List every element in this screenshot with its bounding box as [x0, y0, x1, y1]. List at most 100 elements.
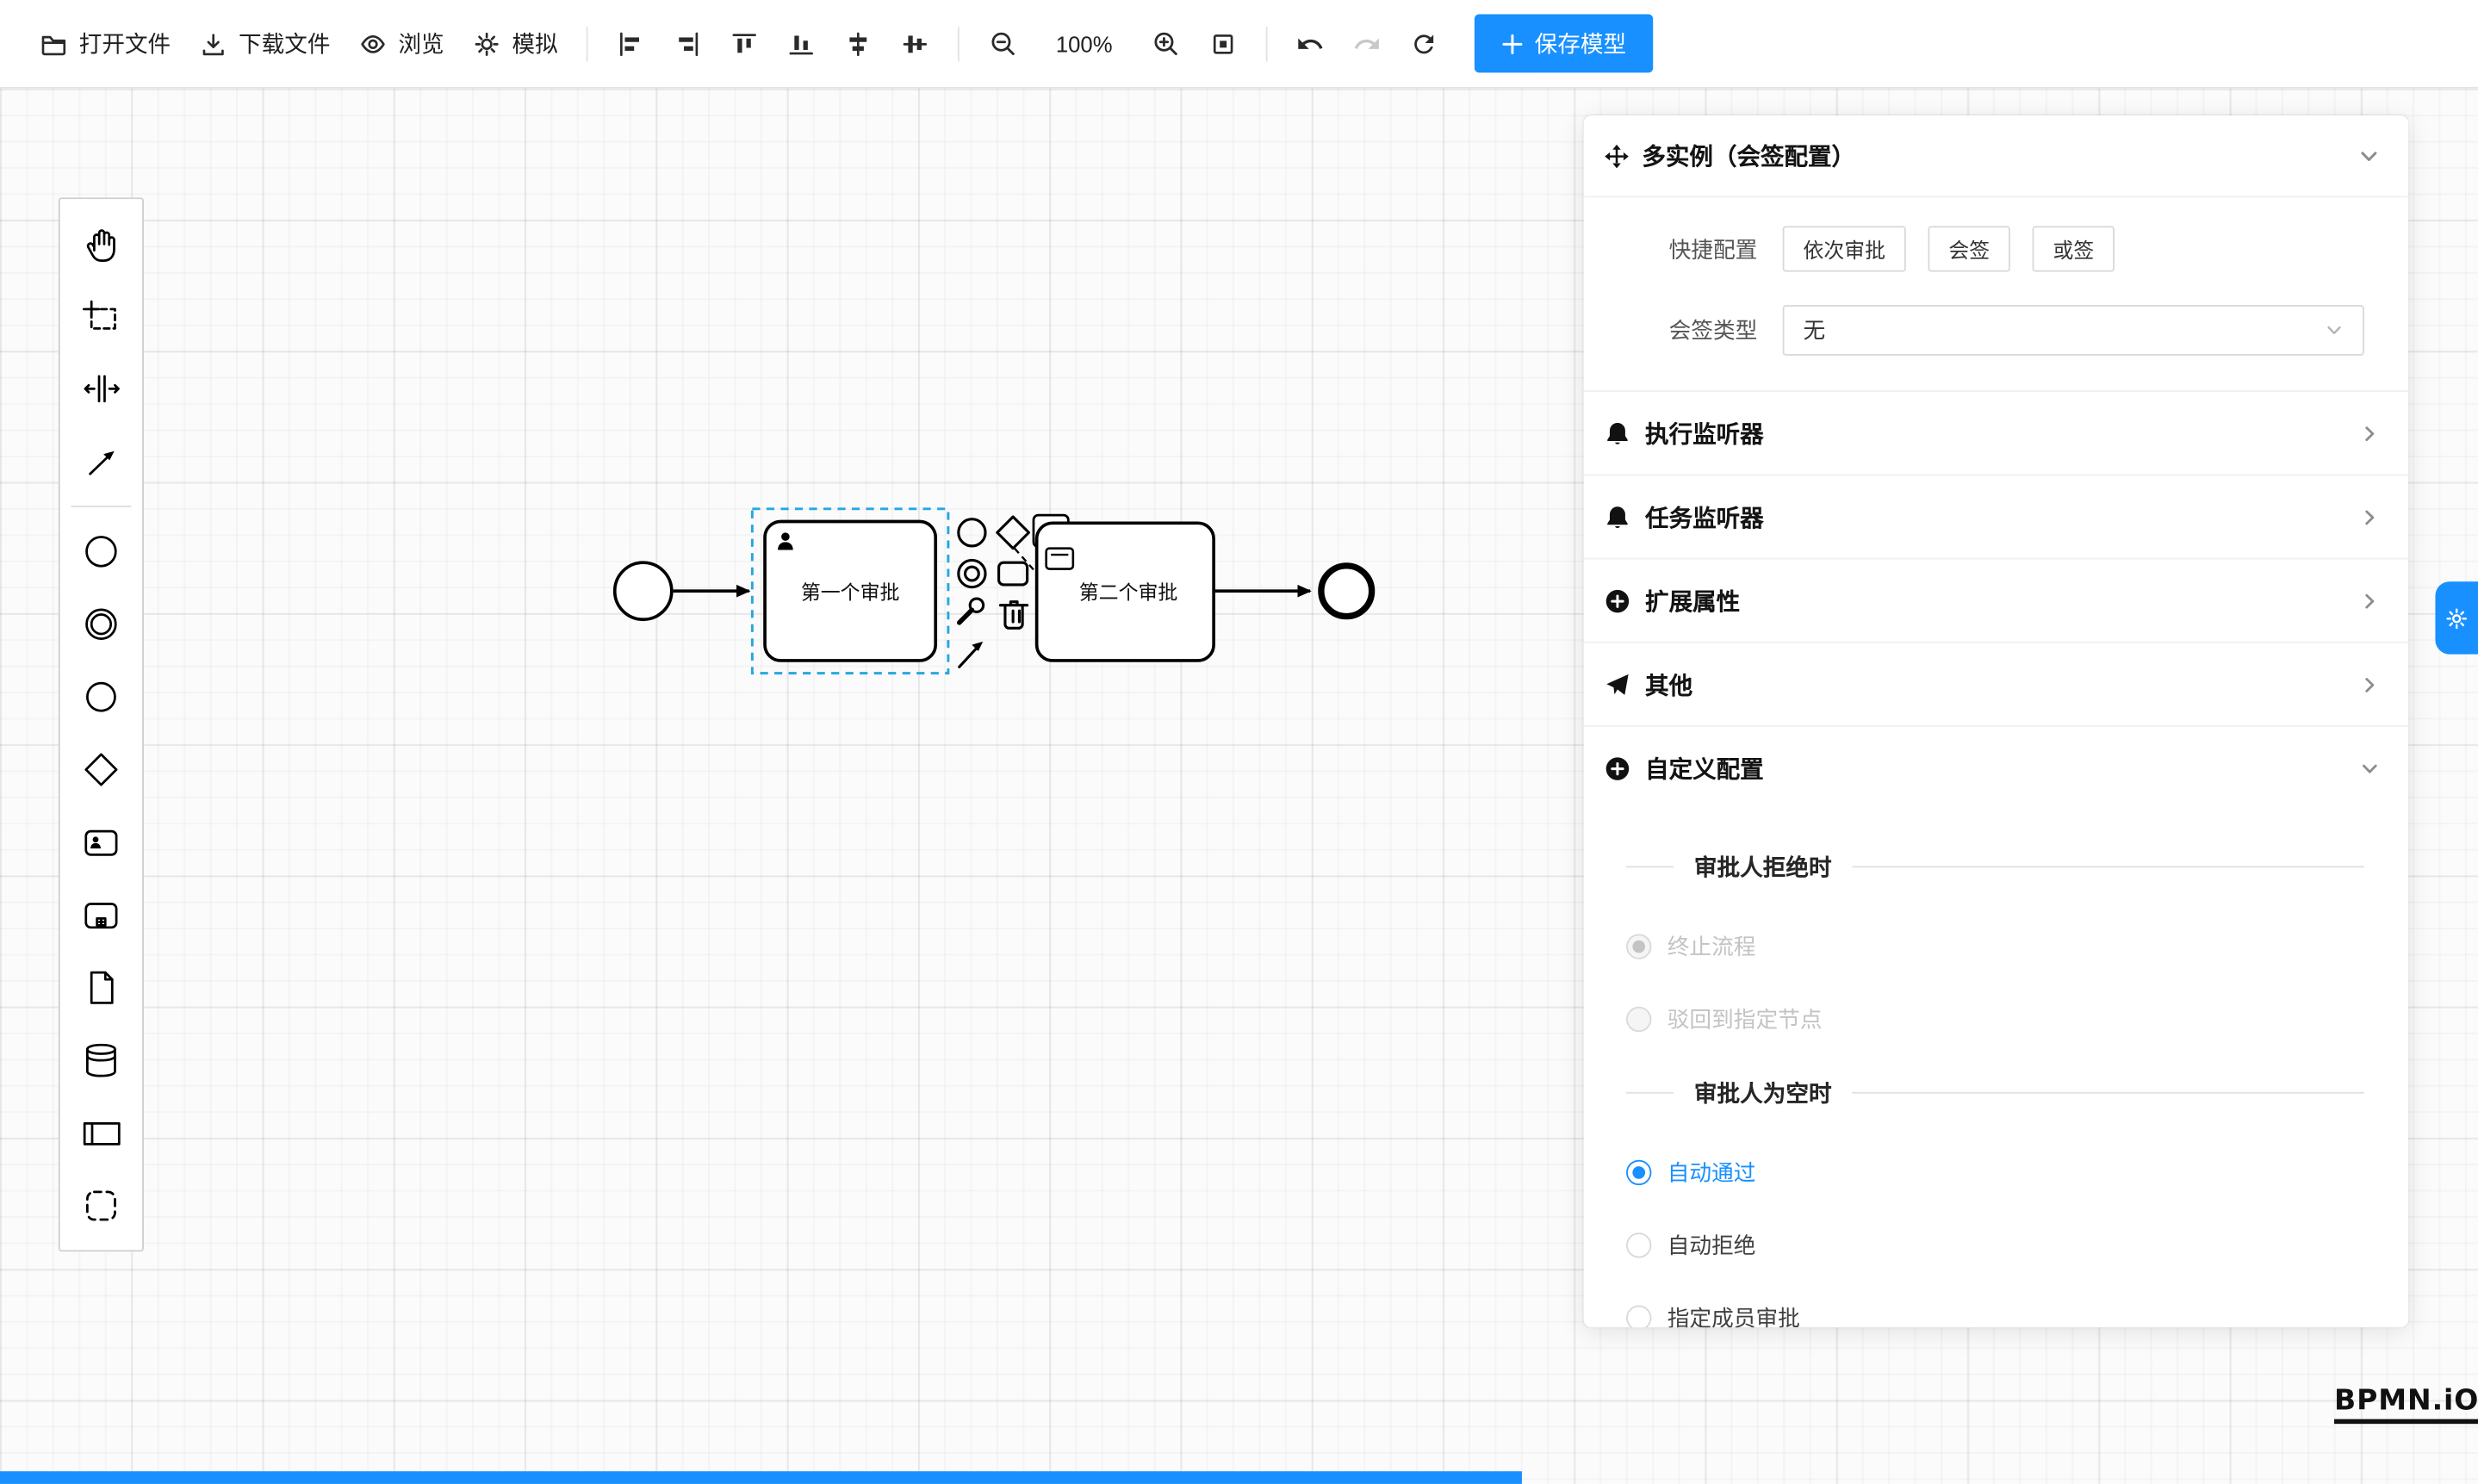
- send-icon: [1606, 674, 1629, 694]
- save-model-button[interactable]: 保存模型: [1474, 14, 1654, 73]
- create-start-event[interactable]: [65, 515, 137, 587]
- settings-toggle-tab[interactable]: [2435, 581, 2478, 655]
- wrench-icon[interactable]: [956, 597, 985, 625]
- chevron-down-icon[interactable]: [2358, 145, 2381, 167]
- append-end-event-icon[interactable]: [957, 518, 987, 548]
- folder-icon: [41, 34, 66, 55]
- end-event[interactable]: [1318, 562, 1376, 620]
- quick-option-countersign[interactable]: 会签: [1928, 226, 2010, 272]
- reject-subheader: 审批人拒绝时: [1626, 850, 2364, 884]
- create-gateway[interactable]: [65, 733, 137, 805]
- radio-auto-reject[interactable]: 自动拒绝: [1626, 1229, 2364, 1261]
- zoom-in-icon: [1154, 32, 1177, 56]
- horizontal-scrollbar[interactable]: [0, 1471, 1522, 1484]
- bell-icon: [1607, 506, 1628, 528]
- user-task-icon: [84, 829, 118, 856]
- redo-button[interactable]: [1338, 16, 1395, 70]
- create-data-object[interactable]: [65, 952, 137, 1024]
- quick-config-row: 快捷配置 依次审批 会签 或签: [1583, 226, 2363, 272]
- fit-viewport-button[interactable]: [1195, 16, 1251, 70]
- start-event[interactable]: [612, 561, 674, 622]
- create-participant[interactable]: [65, 1096, 137, 1169]
- trash-icon[interactable]: [998, 600, 1029, 630]
- radio-terminate-process[interactable]: 终止流程: [1626, 931, 2364, 963]
- participant-icon: [83, 1121, 121, 1146]
- align-bottom-button[interactable]: [773, 16, 829, 70]
- palette: [58, 197, 144, 1252]
- section-task-listener[interactable]: 任务监听器: [1583, 474, 2409, 557]
- quick-option-sequential[interactable]: 依次审批: [1782, 226, 1906, 272]
- quick-config-label: 快捷配置: [1668, 236, 1758, 262]
- global-connect-tool[interactable]: [65, 425, 137, 498]
- zoom-in-button[interactable]: [1136, 16, 1195, 71]
- bpmn-io-watermark[interactable]: BPMN.iO: [2334, 1384, 2478, 1425]
- hand-icon: [86, 229, 115, 262]
- radio-button[interactable]: [1626, 1159, 1652, 1186]
- radio-button[interactable]: [1626, 1305, 1652, 1328]
- empty-subheader-label: 审批人为空时: [1693, 1082, 1832, 1108]
- radio-button[interactable]: [1626, 1233, 1652, 1258]
- sign-type-label: 会签类型: [1668, 317, 1758, 344]
- create-user-task[interactable]: [65, 806, 137, 879]
- align-right-icon: [679, 31, 699, 56]
- redo-icon: [1354, 37, 1379, 48]
- radio-auto-pass[interactable]: 自动通过: [1626, 1157, 2364, 1189]
- plus-icon: [1502, 33, 1523, 54]
- create-intermediate-event[interactable]: [65, 588, 137, 661]
- radio-button[interactable]: [1626, 934, 1652, 959]
- preview-button[interactable]: 浏览: [345, 15, 458, 73]
- create-data-store[interactable]: [65, 1024, 137, 1096]
- sign-type-value: 无: [1803, 317, 1826, 344]
- properties-panel: 多实例（会签配置） 快捷配置 依次审批 会签 或签 会签类型 无 执行监听器: [1583, 115, 2409, 1328]
- quick-option-orsign[interactable]: 或签: [2032, 226, 2115, 272]
- create-group[interactable]: [65, 1170, 137, 1242]
- create-subprocess[interactable]: [65, 879, 137, 951]
- hand-tool[interactable]: [65, 207, 137, 279]
- section-execution-listener[interactable]: 执行监听器: [1583, 390, 2409, 474]
- gateway-icon: [84, 753, 118, 786]
- restart-button[interactable]: [1395, 16, 1452, 70]
- align-center-horizontal-button[interactable]: [829, 16, 886, 70]
- space-tool-icon: [84, 375, 120, 403]
- gear-icon: [2446, 607, 2468, 629]
- panel-header: 多实例（会签配置）: [1583, 115, 2409, 198]
- download-file-button[interactable]: 下载文件: [185, 15, 345, 73]
- connect-arrow-icon[interactable]: [958, 641, 984, 668]
- append-intermediate-event-icon[interactable]: [957, 558, 987, 589]
- zoom-out-icon: [991, 32, 1015, 56]
- section-custom-config[interactable]: 自定义配置: [1583, 725, 2409, 809]
- align-top-button[interactable]: [716, 16, 773, 70]
- radio-return-to-node[interactable]: 驳回到指定节点: [1626, 1003, 2364, 1035]
- lasso-tool[interactable]: [65, 280, 137, 352]
- align-left-button[interactable]: [602, 16, 659, 70]
- zoom-level: 100%: [1055, 30, 1113, 57]
- gear-icon: [475, 31, 499, 55]
- create-end-event[interactable]: [65, 661, 137, 733]
- radio-button[interactable]: [1626, 1006, 1652, 1033]
- fit-viewport-icon: [1213, 34, 1233, 53]
- align-center-vertical-icon: [903, 34, 928, 53]
- radio-assign-member[interactable]: 指定成员审批: [1626, 1302, 2364, 1328]
- save-model-label: 保存模型: [1534, 33, 1627, 59]
- align-right-button[interactable]: [659, 16, 716, 70]
- task-second-approval[interactable]: 第二个审批: [1034, 521, 1215, 662]
- sign-type-select[interactable]: 无: [1782, 305, 2364, 356]
- section-extended-properties[interactable]: 扩展属性: [1583, 557, 2409, 642]
- eye-icon: [361, 34, 385, 53]
- space-tool[interactable]: [65, 352, 137, 425]
- append-gateway-icon[interactable]: [996, 515, 1031, 550]
- section-label: 其他: [1645, 672, 1693, 699]
- open-file-button[interactable]: 打开文件: [25, 15, 184, 73]
- simulate-button[interactable]: 模拟: [458, 15, 572, 73]
- task-first-approval[interactable]: 第一个审批: [763, 519, 938, 662]
- diagram-canvas[interactable]: 第一个审批: [0, 88, 2478, 1484]
- append-task-icon[interactable]: [997, 561, 1029, 587]
- sign-type-row: 会签类型 无: [1583, 305, 2364, 356]
- section-other[interactable]: 其他: [1583, 641, 2409, 725]
- chevron-right-icon: [2365, 677, 2375, 692]
- align-center-vertical-button[interactable]: [886, 16, 943, 70]
- undo-button[interactable]: [1282, 16, 1338, 70]
- palette-divider: [71, 506, 132, 507]
- zoom-out-button[interactable]: [973, 16, 1032, 71]
